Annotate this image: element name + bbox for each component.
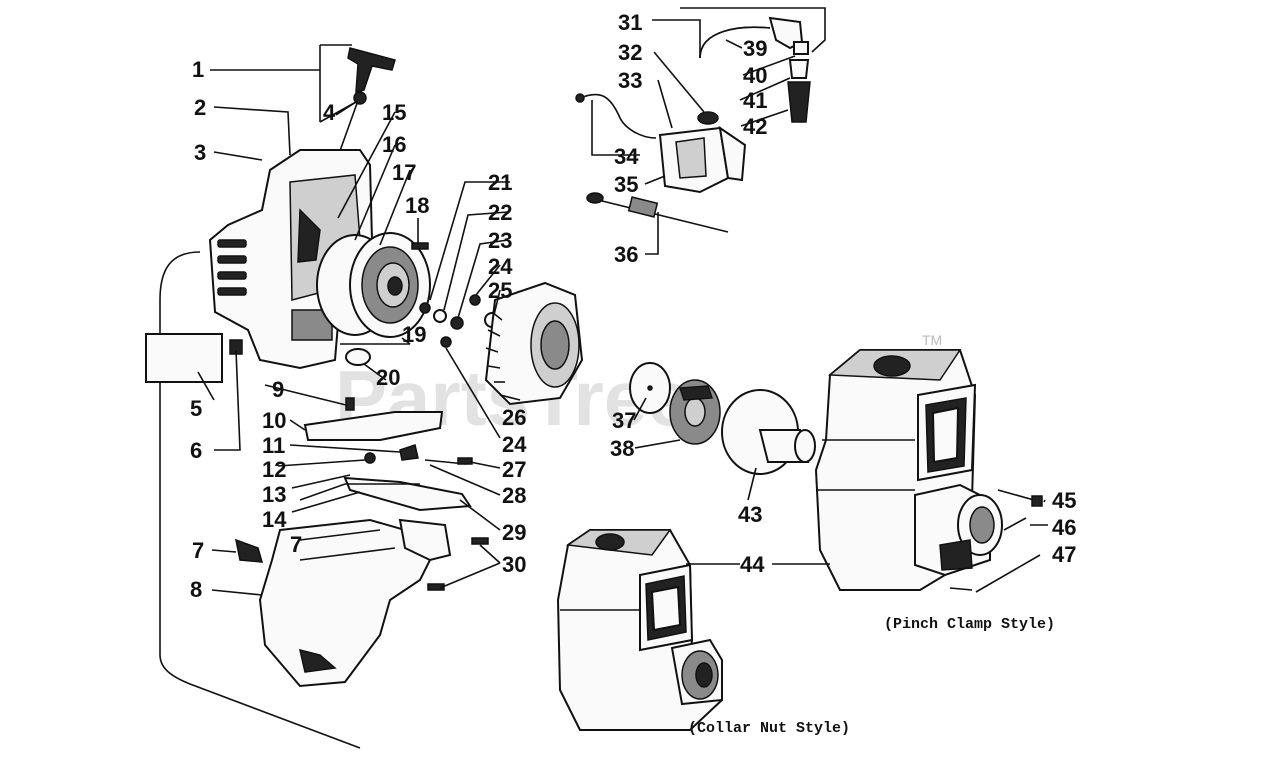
callout-27: 27: [502, 457, 526, 482]
callout-42: 42: [743, 114, 767, 139]
callout-numbers: 1 2 3 4 5 6 7 7 8 9 10 11 12 13 14 15 16…: [190, 10, 1076, 602]
callout-35: 35: [614, 172, 638, 197]
stop-switch: [586, 192, 729, 233]
callout-2: 2: [194, 95, 206, 120]
callout-28: 28: [502, 483, 526, 508]
callout-3: 3: [194, 140, 206, 165]
screw-30a: [471, 537, 489, 545]
clutch-drum: [721, 389, 816, 475]
callout-41: 41: [743, 88, 767, 113]
callout-8: 8: [190, 577, 202, 602]
screw-47: [949, 587, 973, 591]
callout-47: 47: [1052, 542, 1076, 567]
ignition-module: [575, 16, 811, 194]
starter-pulley: [316, 232, 431, 338]
callout-30: 30: [502, 552, 526, 577]
callout-7a: 7: [192, 538, 204, 563]
callout-17: 17: [392, 160, 416, 185]
callout-14: 14: [262, 507, 287, 532]
callout-6: 6: [190, 438, 202, 463]
callout-36: 36: [614, 242, 638, 267]
callout-37: 37: [612, 408, 636, 433]
callout-40: 40: [743, 63, 767, 88]
callout-19: 19: [402, 322, 426, 347]
callout-9: 9: [272, 377, 284, 402]
clutch-housing-collar-nut: [556, 529, 724, 731]
screw-27: [457, 457, 473, 465]
callout-1: 1: [192, 57, 204, 82]
callout-32: 32: [618, 40, 642, 65]
callout-33: 33: [618, 68, 642, 93]
callout-24a: 24: [488, 254, 513, 279]
callout-22: 22: [488, 200, 512, 225]
callout-16: 16: [382, 132, 406, 157]
callout-13: 13: [262, 482, 286, 507]
group-bracket-ignition: [680, 7, 826, 53]
screw-46: [1003, 517, 1027, 531]
bushing-20: [345, 348, 371, 366]
bolt-45: [997, 489, 1035, 501]
callout-44: 44: [740, 552, 765, 577]
flywheel: [484, 281, 584, 406]
callout-18: 18: [405, 193, 429, 218]
callout-10: 10: [262, 408, 286, 433]
engine-cover: [235, 518, 452, 688]
callout-23: 23: [488, 228, 512, 253]
starter-handle: [335, 47, 396, 163]
clutch-38: [669, 379, 721, 445]
throttle-parts: [299, 397, 472, 512]
group-bracket-left: [159, 251, 361, 749]
callout-43: 43: [738, 502, 762, 527]
callout-20: 20: [376, 365, 400, 390]
callout-26: 26: [502, 405, 526, 430]
air-filter-block: [145, 333, 223, 383]
caption-collar-nut: (Collar Nut Style): [688, 720, 850, 737]
callout-24b: 24: [502, 432, 527, 457]
callout-38: 38: [610, 436, 634, 461]
callout-45: 45: [1052, 488, 1076, 513]
callout-7b: 7: [290, 532, 302, 557]
callout-29: 29: [502, 520, 526, 545]
callout-15: 15: [382, 100, 406, 125]
callout-21: 21: [488, 170, 512, 195]
clutch-housing-pinch-clamp: [814, 349, 1003, 591]
leader-lines: [197, 19, 1048, 596]
callout-11: 11: [262, 433, 285, 458]
callout-12: 12: [262, 457, 286, 482]
nut-45: [1031, 495, 1043, 507]
callout-39: 39: [743, 36, 767, 61]
callout-25: 25: [488, 278, 512, 303]
caption-pinch-clamp: (Pinch Clamp Style): [884, 616, 1055, 633]
callout-4: 4: [323, 100, 336, 125]
callout-5: 5: [190, 396, 202, 421]
callout-34: 34: [614, 144, 639, 169]
callout-31: 31: [618, 10, 642, 35]
callout-46: 46: [1052, 515, 1076, 540]
trademark-mark: TM: [922, 332, 942, 348]
